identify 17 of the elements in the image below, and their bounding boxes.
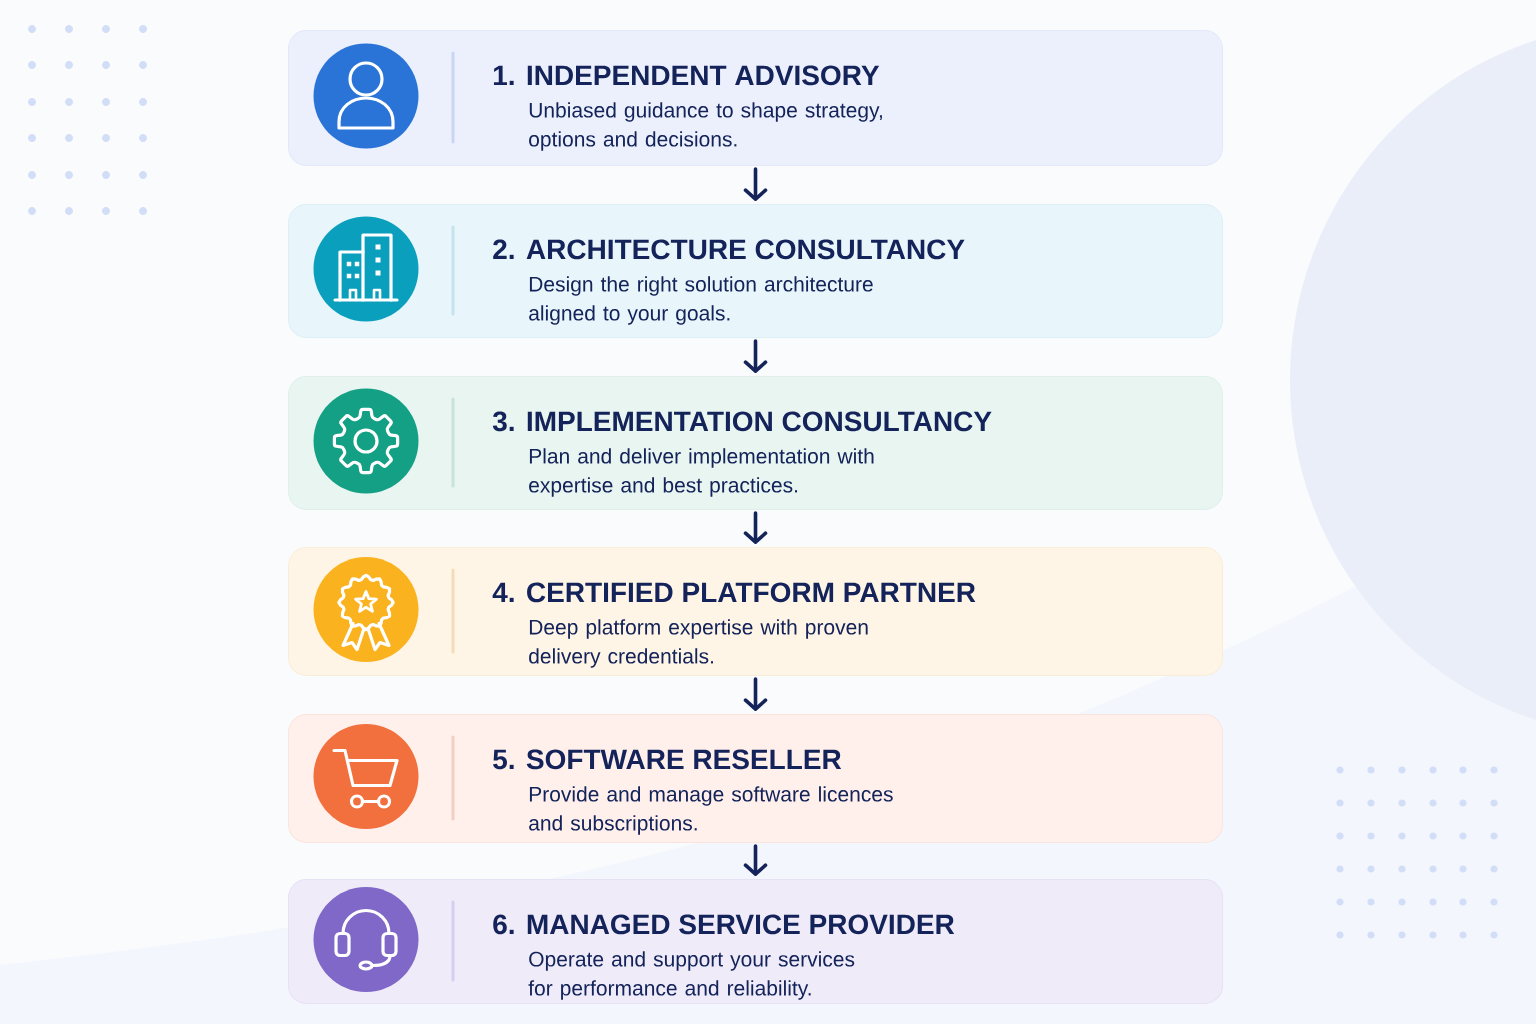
- step-description: Design the right solution architecture aligned to your goals.: [529, 276, 873, 325]
- step-heading: 6. MANAGED SERVICE PROVIDER: [493, 914, 955, 935]
- arrow: [743, 167, 768, 201]
- arrow: [743, 511, 768, 544]
- step-heading: 4. CERTIFIED PLATFORM PARTNER: [492, 582, 976, 603]
- step-description: Deep platform expertise with proven delivery credentials.: [529, 619, 868, 668]
- step-heading: 2. ARCHITECTURE CONSULTANCY: [493, 239, 965, 260]
- step-heading: 5. SOFTWARE RESELLER: [493, 749, 842, 770]
- step-heading: 3. IMPLEMENTATION CONSULTANCY: [492, 411, 992, 432]
- arrow: [743, 677, 768, 711]
- arrow: [743, 339, 768, 373]
- step-description: Operate and support your services for performance and reliability.: [528, 951, 855, 1000]
- step-description: Plan and deliver implementation with expertise and best practices.: [529, 448, 874, 497]
- arrow: [743, 844, 768, 876]
- step-description: Provide and manage software licences and subscriptions.: [529, 786, 893, 835]
- step-heading: 1. INDEPENDENT ADVISORY: [493, 65, 880, 86]
- step-description: Unbiased guidance to shape strategy, options and decisions.: [529, 102, 882, 151]
